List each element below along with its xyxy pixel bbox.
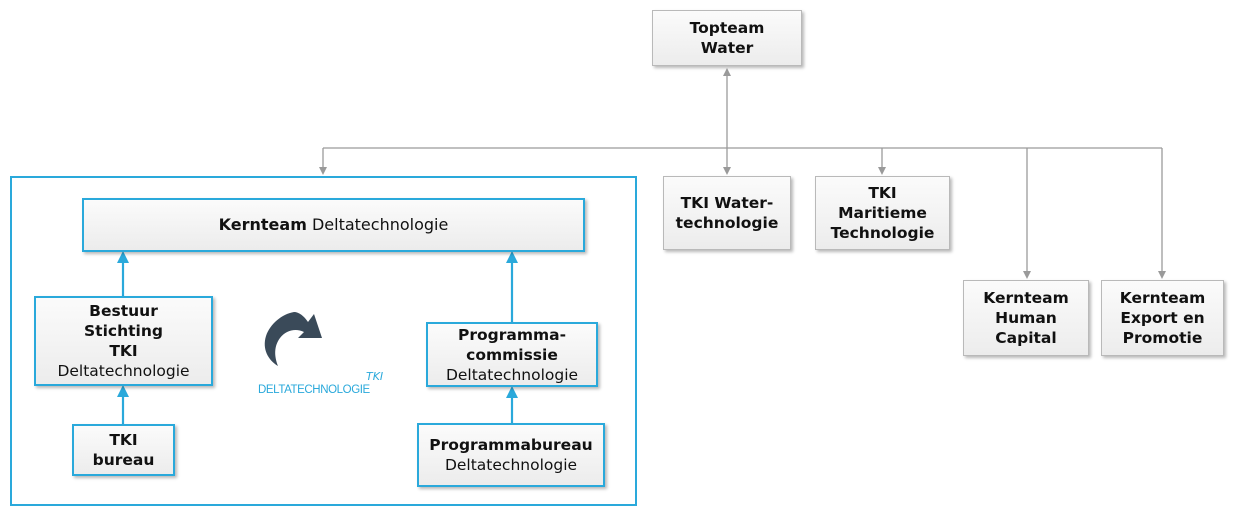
topteam-line2: Water — [700, 39, 754, 57]
tki-bureau-box: TKI bureau — [72, 424, 175, 476]
bestuur-line2: Stichting — [84, 322, 163, 340]
tki-water-line1: TKI Water- — [680, 194, 774, 212]
tki-bureau-line1: TKI — [109, 431, 138, 449]
logo-tki-text: TKI — [366, 370, 384, 383]
logo-wordmark: DELTATECHNOLOGIE — [258, 384, 370, 396]
programmacommissie-line3: Deltatechnologie — [445, 365, 579, 384]
topteam-line1: Topteam — [689, 19, 765, 37]
human-capital-line2: Human — [995, 309, 1057, 327]
programmabureau-box: Programmabureau Deltatechnologie — [417, 423, 605, 487]
bestuur-line4: Deltatechnologie — [57, 362, 190, 380]
bestuur-line3: TKI — [109, 342, 138, 360]
bestuur-line1: Bestuur — [89, 302, 158, 320]
topteam-water-box: Topteam Water — [652, 10, 802, 66]
tki-maritieme-line3: Technologie — [830, 224, 935, 242]
tki-water-line2: technologie — [675, 214, 779, 232]
human-capital-line3: Capital — [995, 329, 1057, 347]
tki-maritieme-line2: Maritieme — [838, 204, 927, 222]
export-promotie-line2: Export en — [1120, 309, 1205, 327]
export-promotie-line1: Kernteam — [1119, 289, 1206, 307]
programmacommissie-line2: commissie — [466, 345, 558, 364]
tki-maritieme-line1: TKI — [868, 184, 897, 202]
programmacommissie-line1: Programma- — [457, 325, 567, 344]
export-promotie-line3: Promotie — [1122, 329, 1203, 347]
kernteam-delta-bold: Kernteam — [218, 215, 307, 234]
programmabureau-line1: Programmabureau — [429, 436, 593, 454]
logo-mark-icon — [264, 312, 322, 366]
programmacommissie-box: Programma- commissie Deltatechnologie — [426, 322, 598, 387]
tki-maritieme-technologie-box: TKI Maritieme Technologie — [815, 176, 950, 250]
programmabureau-line2: Deltatechnologie — [444, 456, 578, 474]
tki-watertechnologie-box: TKI Water- technologie — [663, 176, 791, 250]
kernteam-human-capital-box: Kernteam Human Capital — [963, 280, 1089, 356]
bestuur-stichting-box: Bestuur Stichting TKI Deltatechnologie — [34, 296, 213, 386]
human-capital-line1: Kernteam — [983, 289, 1069, 307]
kernteam-delta-normal: Deltatechnologie — [311, 215, 449, 234]
kernteam-deltatechnologie-box: Kernteam Deltatechnologie — [82, 198, 585, 252]
tki-deltatechnologie-logo: TKI DELTATECHNOLOGIE — [252, 306, 392, 406]
kernteam-export-promotie-box: Kernteam Export en Promotie — [1101, 280, 1224, 356]
tki-bureau-line2: bureau — [92, 451, 155, 469]
